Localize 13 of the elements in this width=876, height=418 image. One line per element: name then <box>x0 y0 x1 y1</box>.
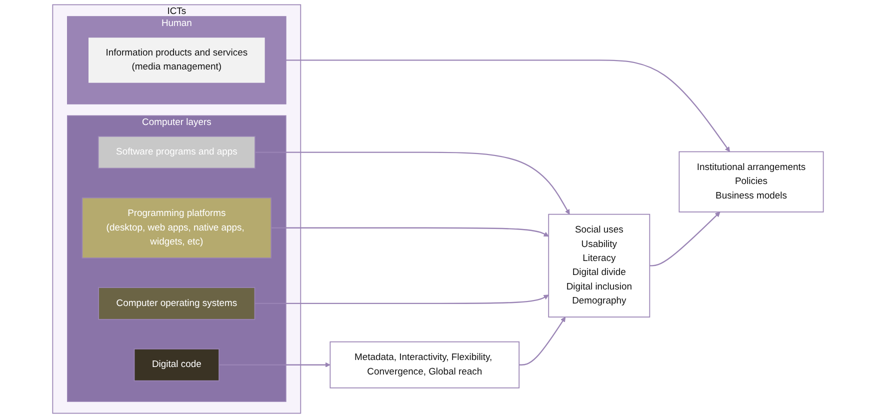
arrow <box>271 227 549 237</box>
arrow <box>519 316 566 366</box>
arrow <box>255 152 570 215</box>
node-box: Institutional arrangements Policies Business models <box>678 151 824 212</box>
node-box: Social uses Usability Literacy Digital divide Digital inclusion Demography <box>548 214 650 318</box>
node-box: Metadata, Interactivity, Flexibility, Convergence, Global reach <box>330 341 520 388</box>
arrow <box>254 294 549 304</box>
node-box: Information products and services (media management) <box>88 36 266 84</box>
node-box: Digital code <box>134 348 220 382</box>
arrow <box>650 212 720 266</box>
arrow <box>219 362 330 368</box>
node-box: Computer operating systems <box>98 287 256 320</box>
node-box: Programming platforms (desktop, web apps, native apps, widgets, etc) <box>82 197 272 258</box>
